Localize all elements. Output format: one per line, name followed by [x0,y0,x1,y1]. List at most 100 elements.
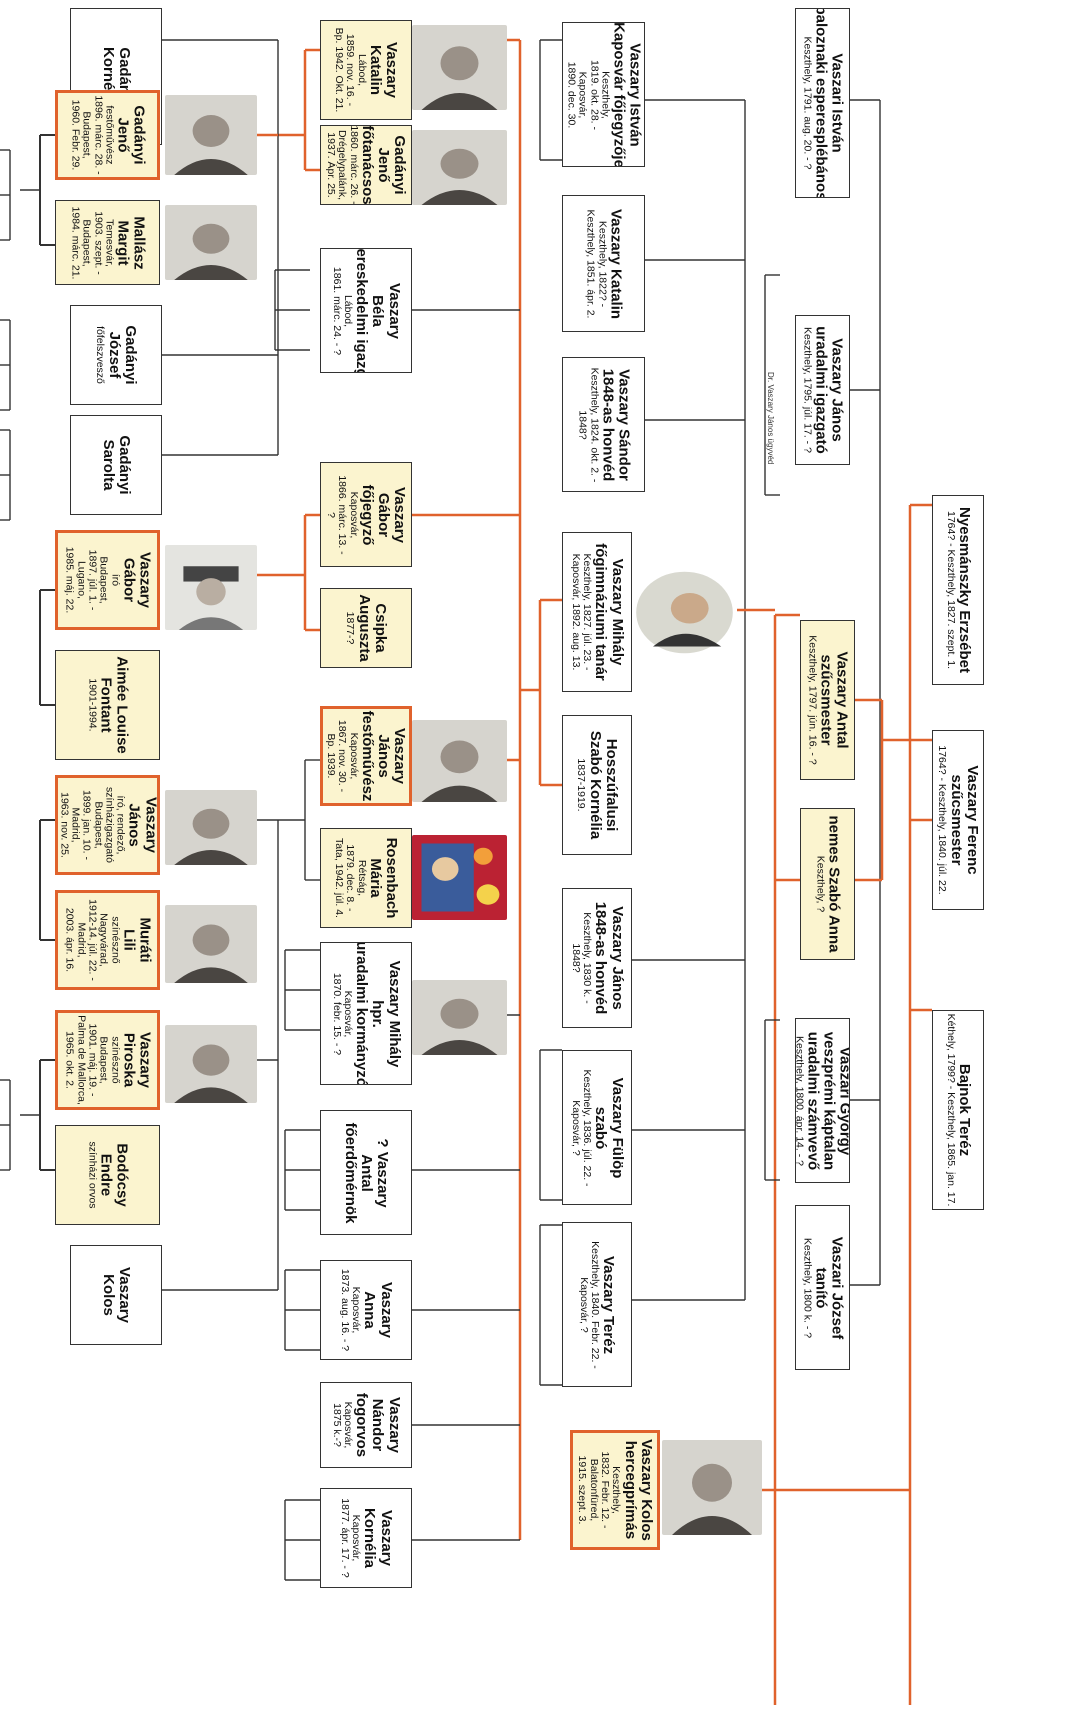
person-detail: Kaposvár, ? [577,1276,590,1333]
person-name: Vaszary Katalin [606,208,624,319]
person-detail: ? [325,511,338,518]
person-name: Kornélia [361,1507,379,1568]
person-detail: 1764? - Keszthely, 1840. júl. 22. [936,745,949,895]
person-name: ? Vaszary [374,1137,392,1208]
person-detail: főfelszvesző [94,326,107,384]
person-detail: Kaposvár, 1892. aug. 13. [569,553,582,671]
person-name: Margit [114,220,132,265]
person-detail: Kaposvár, [347,491,360,538]
person-name: tanító [812,1267,830,1308]
person-detail: Temesvár, [102,218,115,267]
person-detail: Lábod, [355,53,368,87]
person-name: Nyesmánszky Erzsébet [955,507,973,673]
person-detail: író [108,573,121,587]
person-name: János [125,803,143,847]
person-name: uradalmi igazgató [812,326,830,454]
portrait-photo [165,545,257,630]
person-name: kereskedelmi igazg. [353,248,371,373]
portrait-photo [165,790,257,865]
person-detail: Madrid, [68,807,81,843]
portrait-photo [165,205,257,280]
person-name: főtanácsos [358,125,376,205]
person-name: szűcsmester [947,774,965,866]
person-name: Béla [369,294,387,327]
person-name: főerdőmérnök [341,1122,359,1223]
person-detail: 1877-? [344,611,357,645]
person-detail: 1901. máj. 19. - [85,1023,98,1097]
person-detail: 1764? - Keszthely, 1827. szept. 1. [944,511,957,669]
person-detail: Drégelypalánk, [336,129,349,201]
person-detail: Rétság, [355,859,368,897]
person-detail: 1985. máj. 22. [63,546,76,614]
person-detail: író, rendező, [114,795,127,855]
person-detail: Keszthely, ? [814,855,827,913]
person-detail: Kaposvár, [576,71,589,118]
person-detail: 1897. júl. 1. - [85,549,98,611]
person-detail: Budapest, [97,556,110,604]
person-detail: Lábod, [342,294,355,327]
person-detail: Keszthely, 1795. júl. 17. - ? [800,327,813,453]
person-name: Vaszary János [608,906,626,1010]
person-name: Vaszari György [836,1046,850,1155]
person-name: szabó [592,1106,610,1149]
person-name: Bodócsy [113,1143,131,1207]
person-detail: Keszthely, 1791. aug. 20. - ? [800,36,813,170]
person-detail: 1896. márc. 28. - [91,95,104,175]
person-detail: Keszthely, 1836. júl. 22. - [581,1068,594,1187]
